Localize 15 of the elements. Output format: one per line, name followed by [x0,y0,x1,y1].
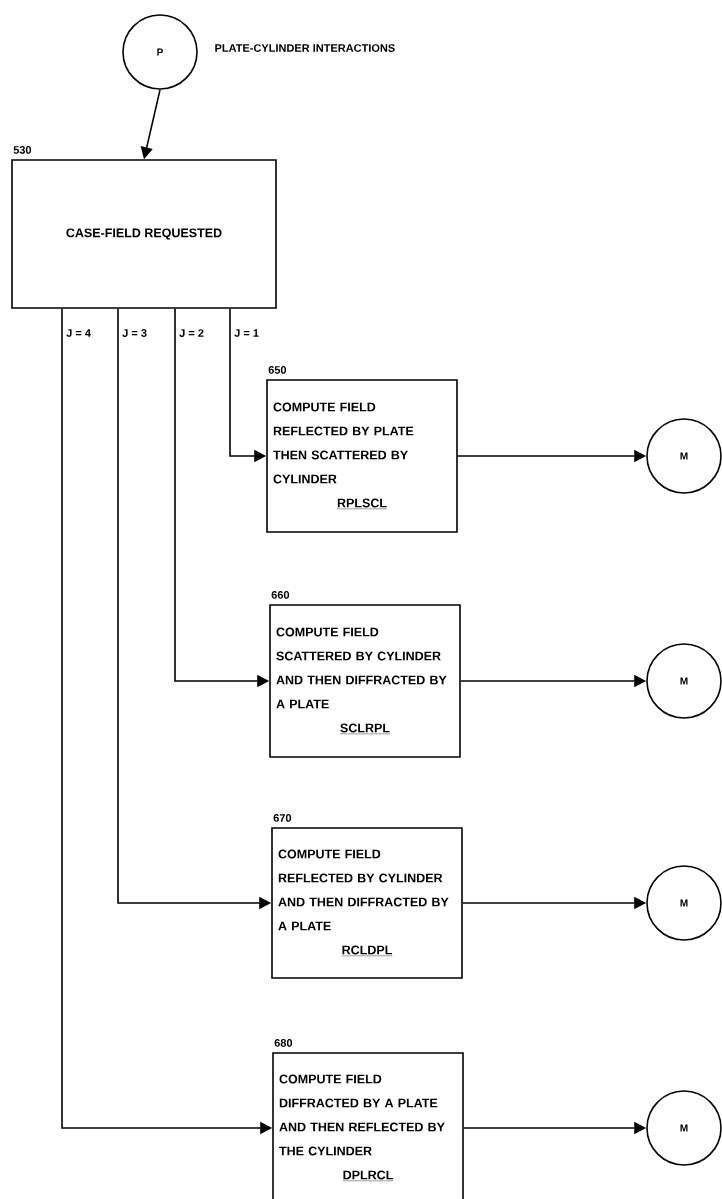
step-number: 660 [271,591,290,599]
process-box: COMPUTE FIELD REFLECTED BY CYLINDER AND THEN DIFFRACTED BY A PLATE RCLDPL [271,827,463,979]
edge-label: J = 2 [178,328,205,338]
edge-label: J = 4 [65,328,92,338]
process-box: COMPUTE FIELD DIFFRACTED BY A PLATE AND THEN REFLECTED BY THE CYLINDER DPLRCL [272,1052,464,1199]
edge-label: J = 3 [121,328,148,338]
process-box: COMPUTE FIELD REFLECTED BY PLATE THEN SCATTERED BY CYLINDER RPLSCL [266,379,458,533]
process-box: COMPUTE FIELD SCATTERED BY CYLINDER AND THEN DIFFRACTED BY A PLATE SCLRPL [269,604,461,758]
edge-label: J = 1 [233,328,260,338]
step-number: 680 [274,1039,293,1047]
step-number: 670 [273,814,292,822]
step-number: 530 [13,146,32,154]
step-number: 650 [268,366,287,374]
title-text: PLATE-CYLINDER INTERACTIONS [215,44,395,52]
process-box: CASE-FIELD REQUESTED [11,159,277,309]
